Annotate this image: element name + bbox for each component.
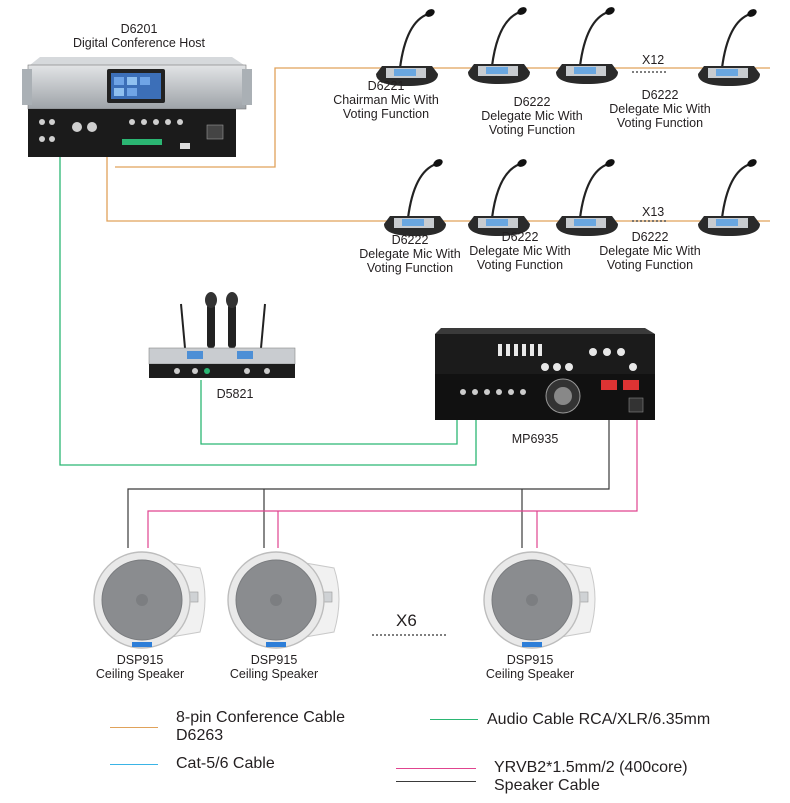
legend-cat: Cat-5/6 Cable <box>176 755 275 772</box>
mic-line1: Delegate Mic With <box>481 109 583 123</box>
mic-line2: Voting Function <box>476 258 564 272</box>
gooseneck-mic-icon <box>690 158 768 238</box>
mic-row1-count: X12 <box>642 53 665 67</box>
gooseneck-mic-icon <box>460 158 538 238</box>
legend-audio: Audio Cable RCA/XLR/6.35mm <box>487 711 711 728</box>
mic-model: D6222 <box>631 230 669 244</box>
speaker-name: Ceiling Speaker <box>229 667 319 681</box>
gooseneck-mic-icon <box>690 8 768 88</box>
speaker-cable-pink <box>147 410 638 548</box>
host-model: D6201 <box>120 22 158 36</box>
mic-line2: Voting Function <box>342 107 430 121</box>
wireless-label: D5821 <box>216 387 254 401</box>
mic-line2: Voting Function <box>488 123 576 137</box>
speaker-model: DSP915 <box>250 653 298 667</box>
ceiling-speaker-icon <box>482 548 604 650</box>
mic-line1: Delegate Mic With <box>609 102 711 116</box>
speaker-model: DSP915 <box>506 653 554 667</box>
speaker-cable-black <box>127 415 610 548</box>
mic-line1: Delegate Mic With <box>469 244 571 258</box>
host-name: Digital Conference Host <box>72 36 205 50</box>
mic-model: D6222 <box>513 95 551 109</box>
audio-cable-receiver-amp <box>200 380 458 445</box>
mic-line1: Chairman Mic With <box>333 93 439 107</box>
legend-line-cat <box>110 764 158 765</box>
legend-speaker: YRVB2*1.5mm/2 (400core) Speaker Cable <box>494 759 688 794</box>
amplifier-icon <box>435 328 655 420</box>
speaker-count: X6 <box>396 611 417 630</box>
speaker-name: Ceiling Speaker <box>95 667 185 681</box>
mic-line2: Voting Function <box>616 116 704 130</box>
legend-line-audio <box>430 719 478 720</box>
ceiling-speaker-icon <box>226 548 348 650</box>
amplifier-label: MP6935 <box>511 432 559 446</box>
gooseneck-mic-icon <box>460 6 538 86</box>
gooseneck-mic-icon <box>368 8 446 88</box>
mic-model: D6221 <box>367 79 405 93</box>
mic-model: D6222 <box>641 88 679 102</box>
conference-host-icon <box>22 57 252 157</box>
handheld-mic-icon <box>205 292 238 348</box>
legend-conference: 8-pin Conference Cable D6263 <box>176 709 345 744</box>
audio-cable-host-amp <box>59 140 477 466</box>
gooseneck-mic-icon <box>548 158 626 238</box>
mic-row2-count: X13 <box>642 205 665 219</box>
ceiling-speaker-icon <box>92 548 214 650</box>
legend-line-speaker-pink <box>396 768 476 769</box>
mic-line1: Delegate Mic With <box>599 244 701 258</box>
gooseneck-mic-icon <box>376 158 454 238</box>
mic-line1: Delegate Mic With <box>359 247 461 261</box>
conference-cable-row2 <box>106 150 770 222</box>
speaker-model: DSP915 <box>116 653 164 667</box>
legend-line-conference <box>110 727 158 728</box>
gooseneck-mic-icon <box>548 6 626 86</box>
mic-model: D6222 <box>391 233 429 247</box>
wireless-receiver-icon <box>148 292 296 378</box>
mic-line2: Voting Function <box>606 258 694 272</box>
legend-line-speaker-black <box>396 781 476 782</box>
mic-line2: Voting Function <box>366 261 454 275</box>
mic-model: D6222 <box>501 230 539 244</box>
host-label: D6201 Digital Conference Host <box>64 22 214 50</box>
speaker-name: Ceiling Speaker <box>485 667 575 681</box>
